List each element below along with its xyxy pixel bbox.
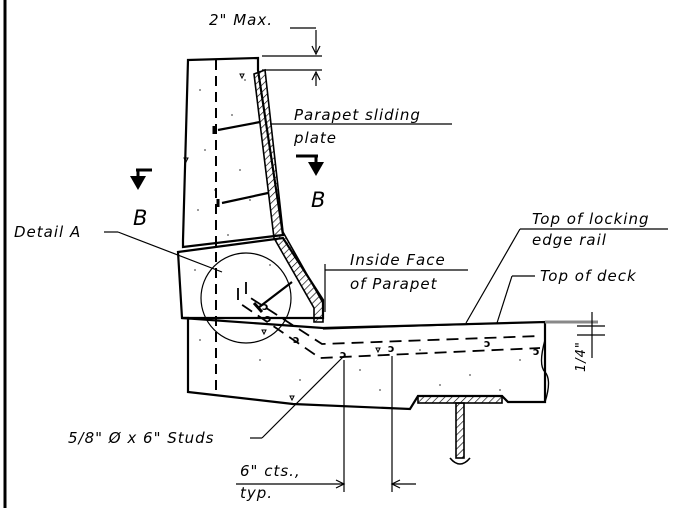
detail-a-label: Detail A <box>14 223 81 241</box>
svg-text:ɔ: ɔ <box>262 300 269 313</box>
sliding-plate-label-2: plate <box>293 129 337 147</box>
slope-dimension <box>577 312 605 358</box>
bar-markers: ɔ ɔ ɔ ɔ ɔ ɔ ɔ <box>262 300 540 361</box>
inside-face-label-1: Inside Face <box>350 251 446 269</box>
svg-text:ɔ: ɔ <box>533 345 540 358</box>
locking-rail-label-1: Top of locking <box>532 210 649 228</box>
spacing-label-2: typ. <box>240 484 273 502</box>
section-b-arrow-left <box>130 168 152 190</box>
plate-studs <box>212 120 293 313</box>
slope-label: 1/4" <box>574 341 589 372</box>
section-b-arrow-right <box>296 154 324 176</box>
svg-text:ɔ: ɔ <box>388 342 395 355</box>
spacing-label-1: 6" cts., <box>240 462 301 480</box>
top-of-deck-label: Top of deck <box>540 267 637 285</box>
svg-text:ɔ: ɔ <box>265 312 272 325</box>
slab-break-line <box>540 339 550 403</box>
reinforcing-bars <box>237 282 541 359</box>
svg-text:ɔ: ɔ <box>340 348 347 361</box>
svg-text:ɔ: ɔ <box>484 337 491 350</box>
max-gap-label: 2" Max. <box>209 11 273 29</box>
detail-a-leader <box>104 231 223 273</box>
section-b-label-left: B <box>133 206 147 230</box>
studs-label: 5/8" Ø x 6" Studs <box>68 429 215 447</box>
top-of-locking-rail-line <box>322 321 546 330</box>
sliding-plate-label-1: Parapet sliding <box>294 106 421 124</box>
concrete-aggregate-marks <box>183 73 381 402</box>
locking-rail-leader <box>465 228 668 324</box>
top-of-deck-leader <box>496 275 535 324</box>
locking-rail-label-2: edge rail <box>532 231 607 249</box>
dimension-2in-max <box>262 27 322 86</box>
section-b-label-right: B <box>311 188 325 212</box>
concrete-stipple <box>194 79 521 391</box>
studs-leader <box>250 355 345 439</box>
svg-text:ɔ: ɔ <box>293 333 300 346</box>
inside-face-leader <box>324 264 468 312</box>
stud-spacing-dimension <box>236 356 416 492</box>
detail-a-circle <box>200 252 292 344</box>
steel-girder <box>417 395 503 465</box>
inside-face-label-2: of Parapet <box>350 275 438 293</box>
